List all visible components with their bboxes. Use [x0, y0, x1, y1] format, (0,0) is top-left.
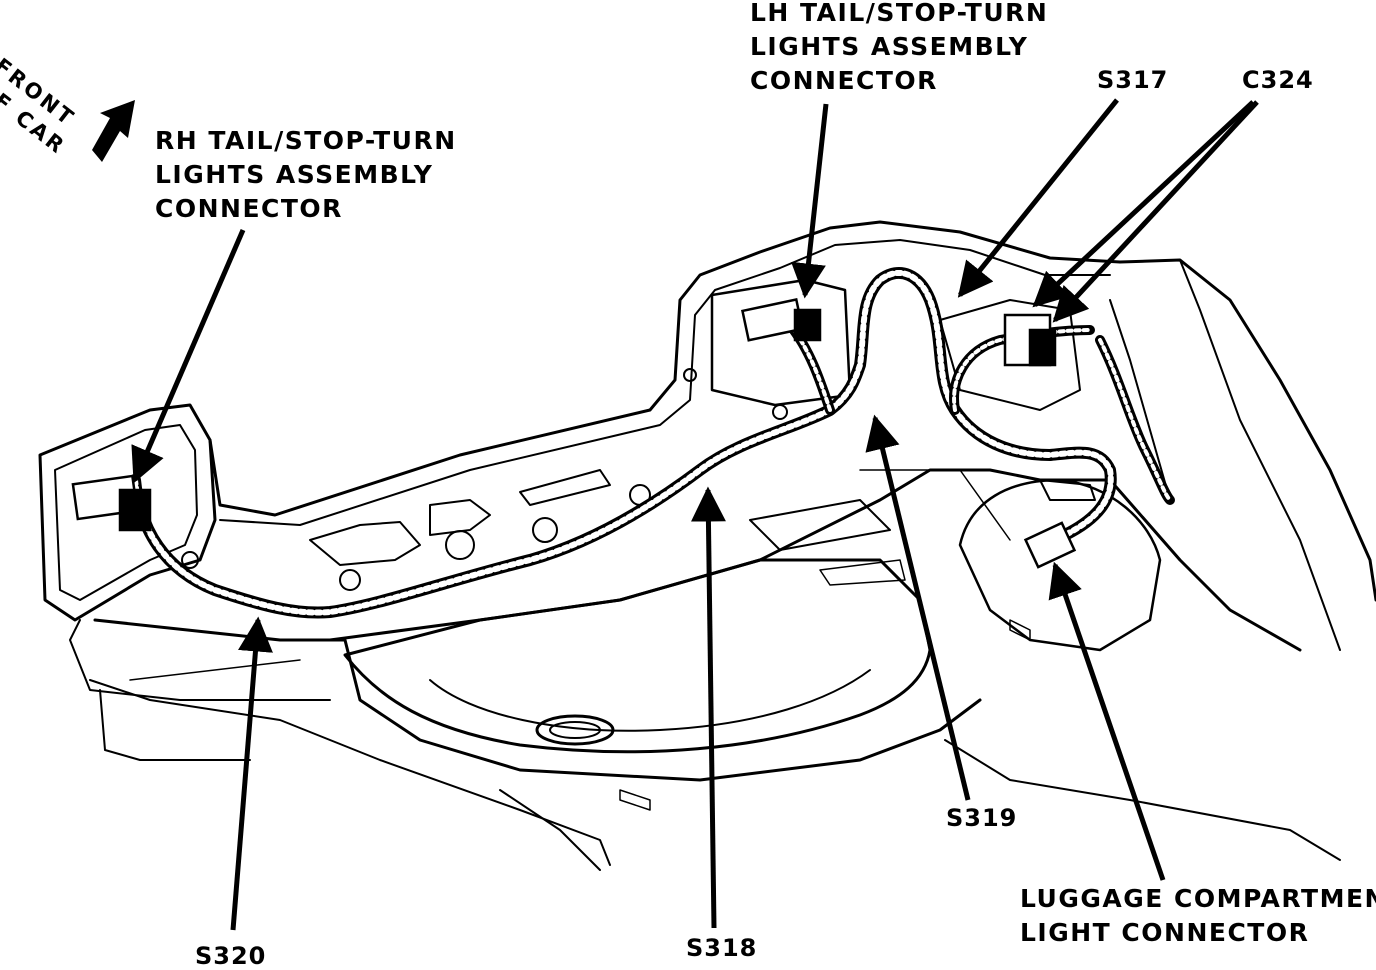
rear-lower-panel [93, 618, 982, 782]
rh-connector-label: RH TAIL/STOP-TURN LIGHTS ASSEMBLY CONNEC… [155, 124, 457, 226]
lh-connector-label: LH TAIL/STOP-TURN LIGHTS ASSEMBLY CONNEC… [750, 0, 1048, 98]
lh-connector-label-line2: LIGHTS ASSEMBLY [750, 32, 1029, 61]
leader-s318 [690, 486, 726, 929]
s320-label: S320 [195, 942, 267, 970]
luggage-light-label-line2: LIGHT CONNECTOR [1020, 918, 1310, 947]
wheelhouse [958, 478, 1162, 652]
rh-connector-label-line1: RH TAIL/STOP-TURN [155, 126, 457, 155]
drain-plug [535, 714, 615, 746]
lh-connector-label-line1: LH TAIL/STOP-TURN [750, 0, 1049, 27]
rh-connector-label-line2: LIGHTS ASSEMBLY [155, 160, 434, 189]
s318-label: S318 [686, 934, 758, 962]
lh-tail-opening [710, 278, 852, 407]
c324-label: C324 [1242, 66, 1314, 94]
arrow-icon [92, 100, 135, 162]
spare-tire-well [343, 558, 932, 754]
leader-c324-b [1052, 100, 1259, 323]
lh-connector-label-line3: CONNECTOR [750, 66, 938, 95]
leader-lh-connector [791, 103, 829, 299]
main-harness [129, 266, 1117, 619]
leader-luggage-light [1048, 561, 1166, 881]
leader-c324-a [1032, 100, 1255, 308]
luggage-light-label-line1: LUGGAGE COMPARTMENT [1020, 884, 1376, 913]
leader-s320 [230, 616, 273, 931]
leader-s319 [865, 414, 971, 801]
rear-body-edge [208, 220, 1122, 517]
rh-connector-label-line3: CONNECTOR [155, 194, 343, 223]
rh-tail-housing [38, 403, 217, 622]
s317-label: S317 [1097, 66, 1169, 94]
luggage-light-connector-block [1023, 521, 1077, 569]
leader-rh-connector [131, 229, 246, 484]
leader-s317 [957, 98, 1119, 298]
s319-label: S319 [946, 804, 1018, 832]
right-quarter-panel [1118, 258, 1376, 602]
luggage-light-label: LUGGAGE COMPARTMENT LIGHT CONNECTOR [1020, 882, 1376, 950]
